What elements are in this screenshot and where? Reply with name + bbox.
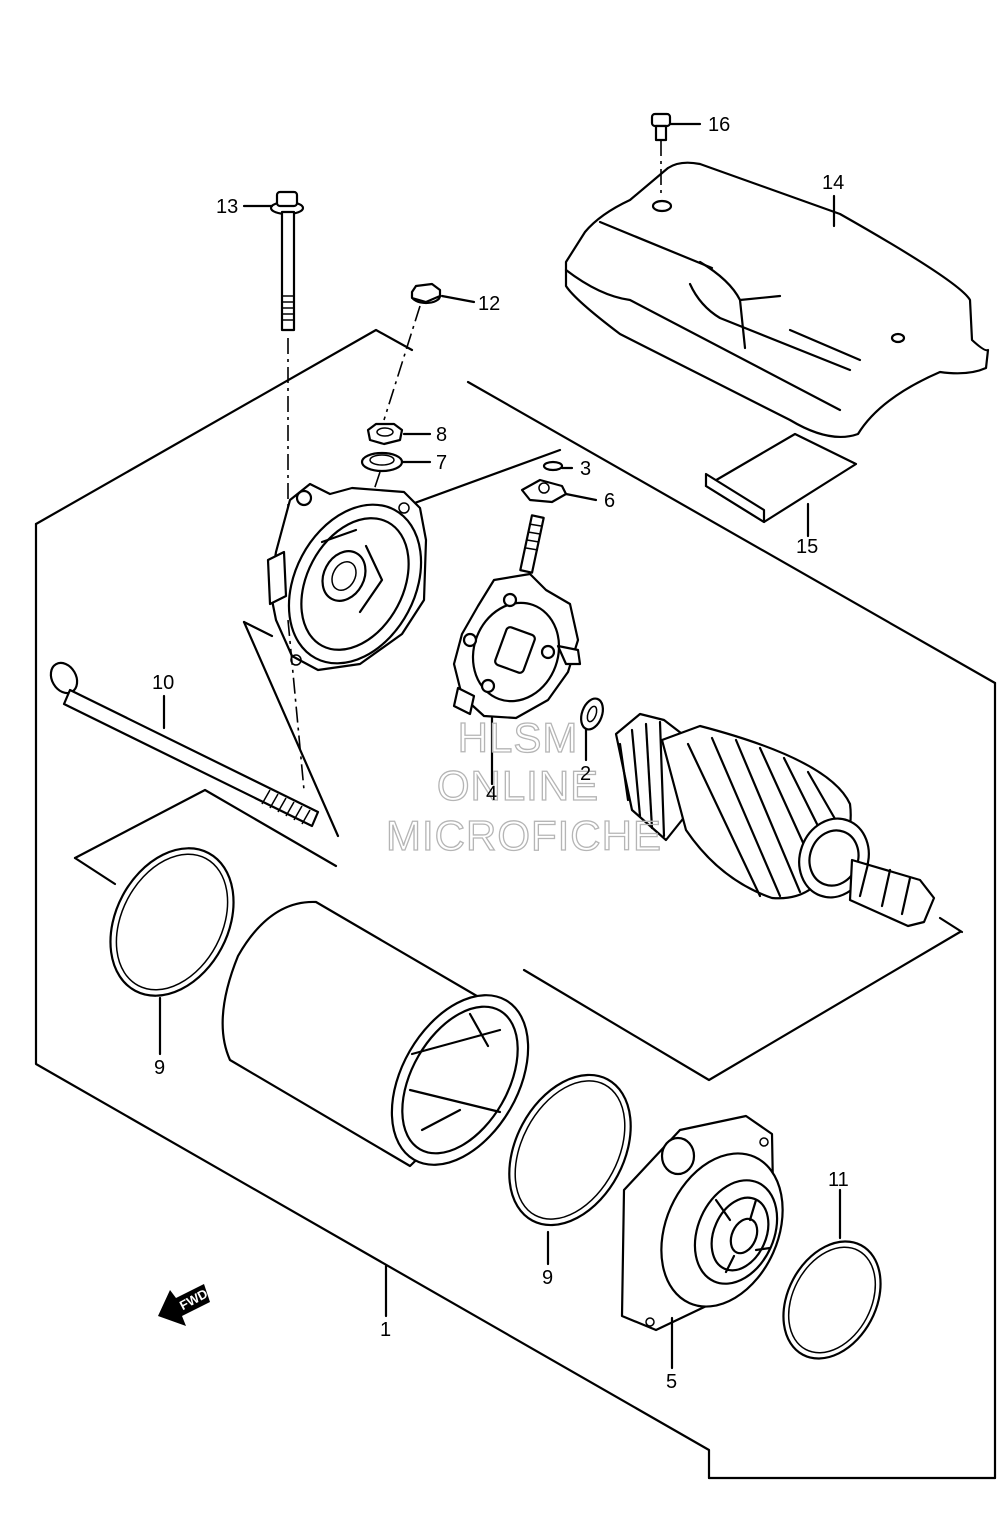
watermark-line2: ONLINE xyxy=(437,762,599,809)
callout-13: 13 xyxy=(216,196,238,218)
o-ring-9-left xyxy=(109,847,235,997)
callout-10: 10 xyxy=(152,672,174,694)
end-housing xyxy=(266,482,428,672)
leader-lines xyxy=(158,122,842,1370)
starter-yoke xyxy=(221,900,530,1168)
nut-8 xyxy=(366,422,404,446)
terminal-6 xyxy=(520,478,568,504)
watermark-line3: MICROFICHE xyxy=(386,812,662,859)
callout-6: 6 xyxy=(604,490,615,512)
callout-9-right: 9 xyxy=(542,1267,553,1289)
o-ring-9-right xyxy=(508,1073,632,1227)
callout-16: 16 xyxy=(708,114,730,136)
callout-11: 11 xyxy=(828,1169,849,1191)
brush-holder xyxy=(452,514,582,720)
starter-cover xyxy=(564,161,990,438)
callout-3: 3 xyxy=(580,458,591,480)
callout-1: 1 xyxy=(380,1319,391,1341)
assembly-outline xyxy=(34,328,997,1480)
front-housing xyxy=(620,1114,784,1332)
o-ring-3 xyxy=(542,460,564,472)
fwd-arrow-icon: FWD xyxy=(158,1284,210,1326)
armature xyxy=(614,712,936,928)
callout-9-left: 9 xyxy=(154,1057,165,1079)
callout-8: 8 xyxy=(436,424,447,446)
long-bolt-13 xyxy=(269,190,305,560)
watermark: HLSM ONLINE MICROFICHE xyxy=(385,713,662,859)
callout-5: 5 xyxy=(666,1371,677,1393)
callout-4: 4 xyxy=(486,783,497,805)
washer-2 xyxy=(580,697,604,731)
callout-15: 15 xyxy=(796,536,818,558)
callout-2: 2 xyxy=(580,763,591,785)
callout-labels: 16 14 13 12 8 7 3 6 15 10 2 4 9 9 11 1 5 xyxy=(152,114,849,1393)
o-ring-11 xyxy=(782,1240,882,1360)
callout-14: 14 xyxy=(822,172,844,194)
rubber-pad xyxy=(704,432,858,524)
nut-12 xyxy=(383,282,442,421)
watermark-line1: HLSM xyxy=(458,714,579,761)
callout-7: 7 xyxy=(436,452,447,474)
thru-bolt-10 xyxy=(49,619,320,828)
cover-bolt xyxy=(650,112,672,198)
callout-12: 12 xyxy=(478,293,500,315)
